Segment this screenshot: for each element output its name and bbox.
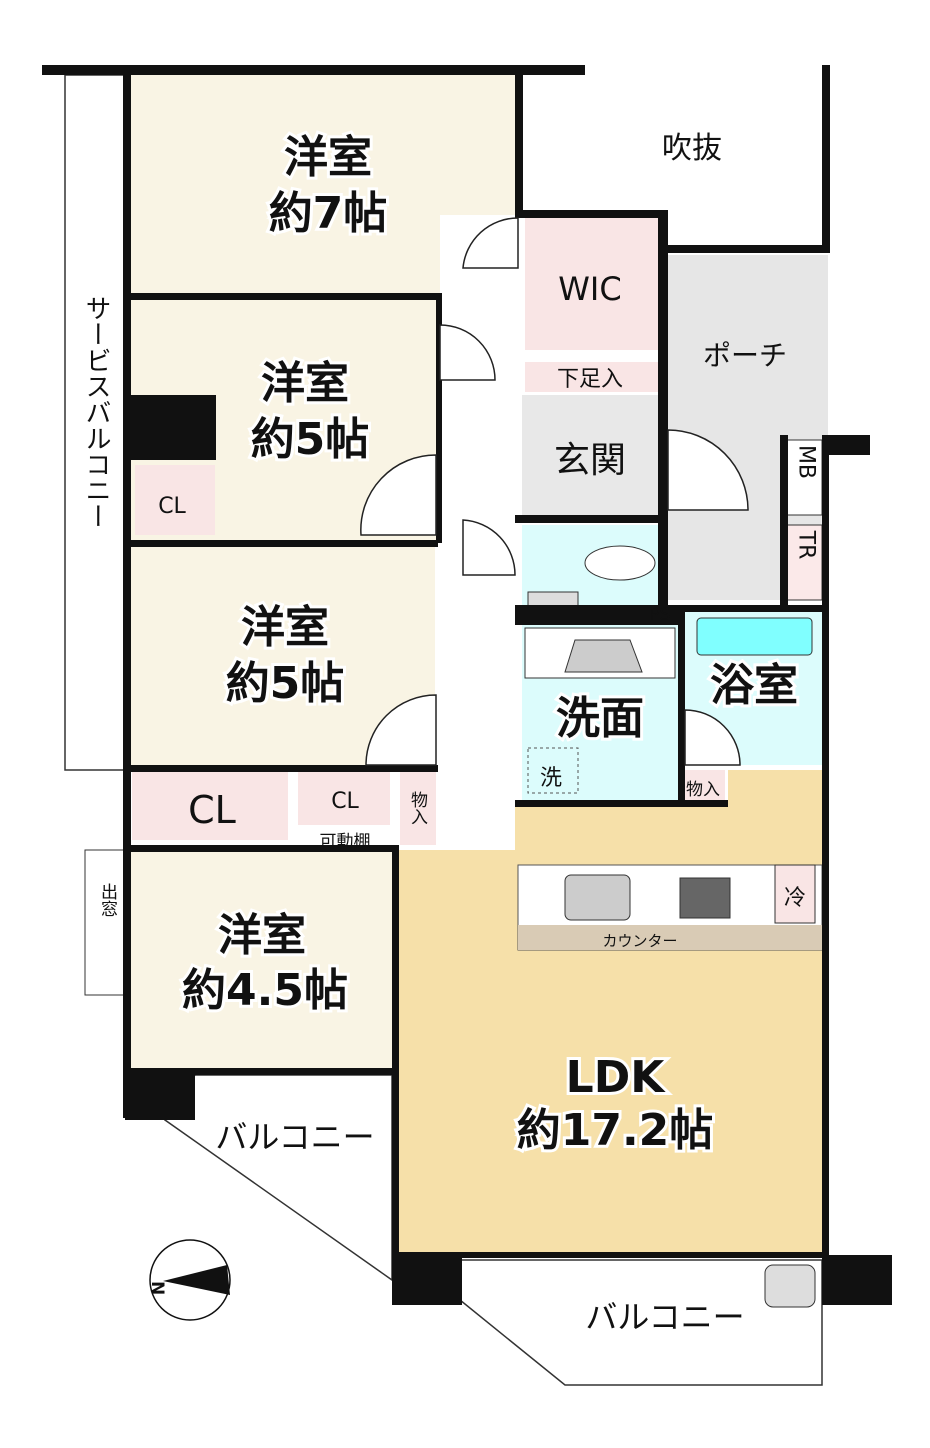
entrance-door[interactable] (667, 429, 749, 511)
label-ldk-name: LDK (566, 1052, 667, 1103)
door-5b[interactable] (365, 694, 437, 766)
label-porch: ポーチ (703, 339, 787, 372)
label-storage-hall: 物入 (407, 791, 428, 825)
label-shoe-storage: 下足入 (557, 367, 623, 392)
closet-small (298, 772, 390, 825)
label-washroom: 洗面 (556, 693, 644, 744)
toilet-icon (584, 545, 656, 581)
label-western5a-size: 約5帖 (251, 414, 370, 465)
bay-window (84, 849, 126, 996)
label-tr: TR (794, 530, 819, 560)
label-cl-small: CL (331, 789, 359, 814)
compass-label: N (147, 1281, 167, 1295)
label-bath: 浴室 (710, 660, 798, 711)
label-western7-size: 約7帖 (269, 188, 388, 239)
western-room-45 (128, 850, 395, 1070)
shoe-storage (525, 362, 658, 392)
label-balcony-left: バルコニー (215, 1118, 374, 1156)
door-bath[interactable] (684, 709, 741, 766)
label-counter: カウンター (602, 932, 677, 950)
door-toilet[interactable] (462, 519, 516, 576)
tr-box (784, 524, 823, 601)
label-ldk-size: 約17.2帖 (517, 1105, 714, 1156)
label-western5a-name: 洋室 (261, 358, 349, 409)
fridge-space (774, 864, 816, 924)
kitchen-sink-icon (564, 874, 631, 921)
label-cl-big: CL (188, 788, 236, 832)
label-western7-name: 洋室 (284, 132, 372, 183)
stove-icon (679, 877, 731, 919)
closet-big (132, 772, 288, 840)
pillar (128, 395, 216, 460)
label-storage-bath: 物入 (686, 780, 720, 800)
storage-bath (680, 770, 725, 805)
label-balcony-bottom: バルコニー (585, 1298, 744, 1336)
label-ps: PS (649, 605, 670, 625)
entrance-area (522, 395, 658, 515)
closet-5a (135, 465, 215, 535)
label-washer: 洗 (540, 766, 562, 791)
label-wic: WIC (558, 270, 621, 308)
label-atrium: 吹抜 (662, 131, 722, 166)
north-arrow-icon: N (147, 1239, 231, 1321)
label-western45-name: 洋室 (218, 910, 306, 961)
storage-hall (400, 772, 436, 845)
mb-box (784, 439, 823, 516)
label-service-balcony: サービスバルコニー (81, 295, 111, 529)
label-bay-window: 出窓 (97, 883, 118, 917)
label-entrance: 玄関 (554, 440, 626, 481)
balcony-sink-icon (764, 1264, 816, 1308)
label-cl-5a: CL (158, 494, 186, 519)
door-7[interactable] (439, 324, 496, 381)
door-5a[interactable] (360, 454, 437, 536)
label-fridge: 冷 (784, 886, 806, 911)
label-western45-size: 約4.5帖 (182, 965, 348, 1016)
counter-bar (518, 925, 822, 950)
label-mb: MB (794, 445, 819, 479)
label-movable-shelf: 可動棚 (320, 832, 371, 852)
wic-room (525, 218, 658, 350)
walls (42, 65, 892, 1305)
basin-icon (564, 639, 643, 673)
label-western5b-name: 洋室 (241, 602, 329, 653)
door-wic[interactable] (462, 217, 519, 269)
label-western5b-size: 約5帖 (226, 658, 345, 709)
bathtub-icon (696, 617, 813, 656)
washer-space (527, 747, 579, 794)
